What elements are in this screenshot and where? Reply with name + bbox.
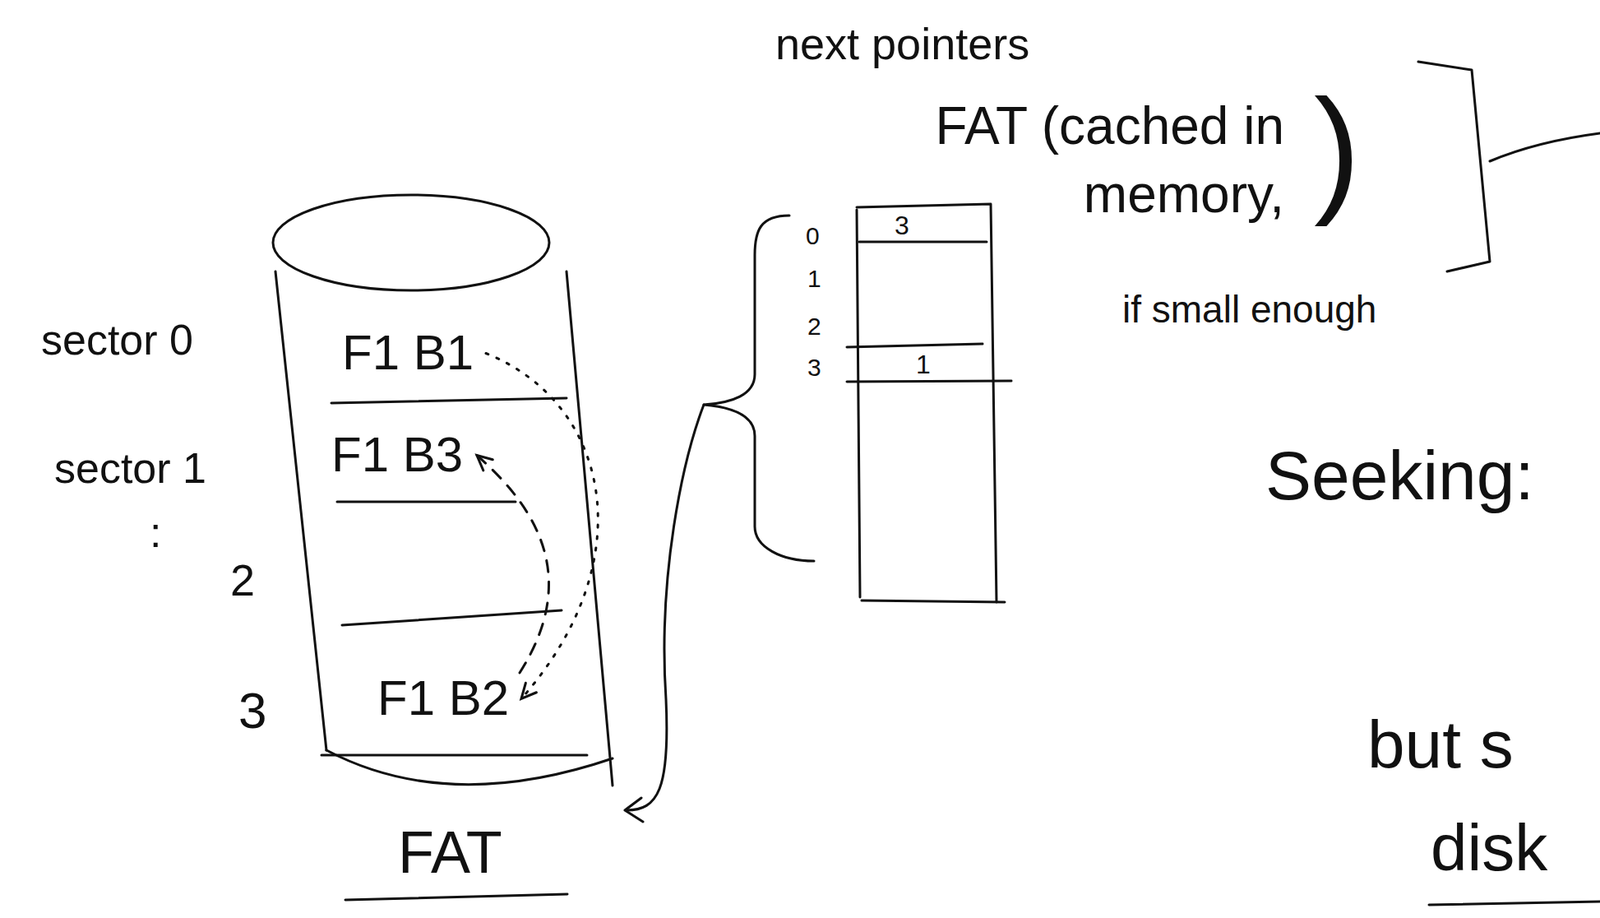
underline xyxy=(1428,901,1600,905)
node-text: F1 B3 xyxy=(331,428,466,481)
node-text: 3 xyxy=(894,212,911,241)
sector-label: 3 xyxy=(238,680,267,740)
brace xyxy=(703,215,814,561)
leader-line xyxy=(626,404,704,810)
table-row-line xyxy=(859,240,987,244)
table-row-line xyxy=(846,380,1012,382)
node-text: F1 B1 xyxy=(342,326,477,379)
sector-block: F1 B1 xyxy=(337,322,481,384)
dotted-line xyxy=(485,353,598,699)
note-text: FAT (cached in memory, xyxy=(856,92,1285,229)
note-text: disk xyxy=(1430,809,1548,886)
arrowhead xyxy=(624,797,643,822)
cylinder-top xyxy=(272,194,550,291)
table-index: 0 xyxy=(805,221,820,251)
disk-label: FAT xyxy=(397,818,503,887)
arrowhead xyxy=(521,682,537,699)
parenthesis: ) xyxy=(1313,78,1361,219)
sector-line xyxy=(337,500,516,504)
sector-line xyxy=(342,610,562,625)
sector-label: 2 xyxy=(230,554,255,606)
note-text: if small enough xyxy=(1122,287,1377,332)
table-index: 1 xyxy=(807,264,822,294)
sector-label: : xyxy=(149,508,162,558)
arrowhead xyxy=(476,455,493,471)
table-row-line xyxy=(846,343,983,347)
table-border xyxy=(856,209,861,597)
table-cell: 3 xyxy=(889,208,916,246)
pointer-arrow xyxy=(485,353,598,699)
sector-line xyxy=(331,397,567,403)
table-index: 3 xyxy=(807,353,822,383)
node-text: 1 xyxy=(915,351,933,380)
note-text: Seeking: xyxy=(1265,435,1535,516)
table-border xyxy=(861,600,1005,602)
note-text: next pointers xyxy=(775,18,1030,70)
sector-block: F1 B2 xyxy=(372,667,517,730)
dotted-line xyxy=(476,455,550,674)
note-text: but s xyxy=(1367,705,1514,783)
node-text: F1 B2 xyxy=(377,671,512,724)
sector-label: sector 0 xyxy=(41,315,194,366)
table-cell: 1 xyxy=(910,346,938,385)
sector-line xyxy=(321,753,588,757)
table-border xyxy=(856,203,997,602)
bracket xyxy=(1418,61,1490,272)
cylinder-side xyxy=(275,271,327,750)
pointer-arrow xyxy=(476,455,550,674)
sector-label: sector 1 xyxy=(54,443,207,494)
sector-block: F1 B3 xyxy=(326,424,471,486)
leader-line xyxy=(1489,133,1600,162)
underline xyxy=(345,893,568,900)
table-index: 2 xyxy=(807,312,822,342)
cylinder-side xyxy=(566,271,613,786)
